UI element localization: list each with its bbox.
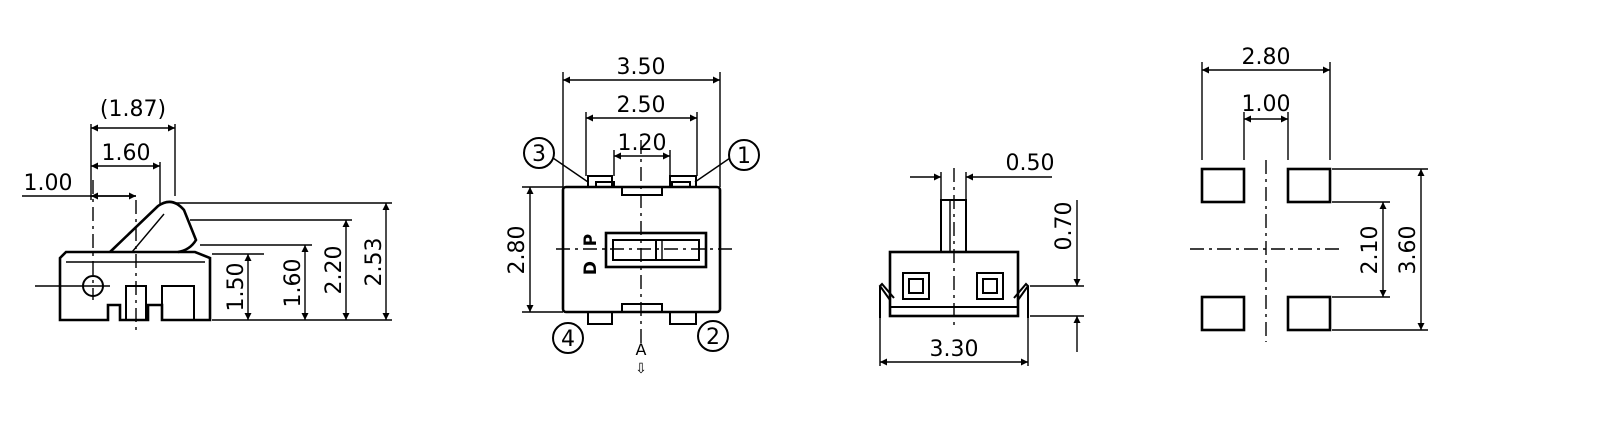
top-notch-bottom xyxy=(621,303,663,312)
dim-pivot-offset: 1.00 xyxy=(24,171,73,196)
callout-leader-1 xyxy=(694,157,731,183)
dim-pad-span-x: 2.80 xyxy=(1242,45,1291,70)
top-notch-top xyxy=(621,187,663,196)
side-view: (1.87) 1.60 1.00 1.50 1.60 2.20 2.53 xyxy=(22,97,392,330)
pin-4-label: 4 xyxy=(561,327,575,352)
pad-top-left xyxy=(1200,167,1246,204)
top-tab-top-right xyxy=(671,181,691,187)
dim-lever-width: 0.50 xyxy=(1006,151,1055,176)
front-terminal-right xyxy=(1013,282,1030,301)
front-contact-right-outer xyxy=(976,272,1004,300)
dim-body-height: 1.60 xyxy=(281,259,306,308)
view-arrow-icon: ⇩ xyxy=(635,361,647,377)
top-view: P D 3 1 4 2 A ⇩ 3.50 2.50 1.20 2.80 xyxy=(505,55,760,377)
dim-housing-height: 1.50 xyxy=(224,263,249,312)
top-mark-p: P xyxy=(581,234,601,246)
top-slider-window xyxy=(604,231,708,269)
front-view: 0.50 0.70 3.30 xyxy=(878,151,1084,366)
pad-top-right xyxy=(1286,167,1332,204)
dim-total-height: 2.53 xyxy=(362,238,387,287)
dim-overall-lever-ref: (1.87) xyxy=(100,97,166,122)
top-mark-d: D xyxy=(581,261,601,275)
pin-3-label: 3 xyxy=(532,142,546,167)
pin-2-label: 2 xyxy=(706,325,720,350)
dim-body-depth: 2.80 xyxy=(505,226,530,275)
top-terminal-2 xyxy=(669,312,697,325)
pin-1-label: 1 xyxy=(737,144,751,169)
front-contact-left-outer xyxy=(902,272,930,300)
side-terminal-right xyxy=(161,285,195,321)
dim-front-width: 3.30 xyxy=(930,337,979,362)
dim-slot-width: 1.20 xyxy=(618,131,667,156)
callout-circle-4 xyxy=(552,322,584,354)
top-terminal-4 xyxy=(587,312,613,325)
dim-overall-width: 3.50 xyxy=(617,55,666,80)
dim-lever-top-height: 2.20 xyxy=(322,246,347,295)
front-terminal-left xyxy=(878,282,895,301)
dim-terminal-span: 2.50 xyxy=(617,93,666,118)
pad-bottom-right xyxy=(1286,295,1332,332)
dim-pad-span-y: 3.60 xyxy=(1396,226,1421,275)
front-contact-left-inner xyxy=(908,278,924,294)
dim-lever-offset: 1.60 xyxy=(102,141,151,166)
pad-bottom-left xyxy=(1200,295,1246,332)
pad-layout-view: 2.80 1.00 2.10 3.60 xyxy=(1190,45,1428,342)
top-tab-top-left xyxy=(595,181,615,187)
front-contact-right-inner xyxy=(982,278,998,294)
callout-circle-3 xyxy=(523,137,555,169)
callout-circle-2 xyxy=(697,320,729,352)
dim-pad-gap-y: 2.10 xyxy=(1358,226,1383,275)
dim-lever-height: 0.70 xyxy=(1052,202,1077,251)
view-letter-a: A xyxy=(636,340,647,359)
side-lever-edge xyxy=(131,213,165,253)
callout-circle-1 xyxy=(728,139,760,171)
callout-leader-3 xyxy=(552,157,589,183)
side-lever xyxy=(109,200,198,254)
dim-pad-gap-x: 1.00 xyxy=(1242,92,1291,117)
